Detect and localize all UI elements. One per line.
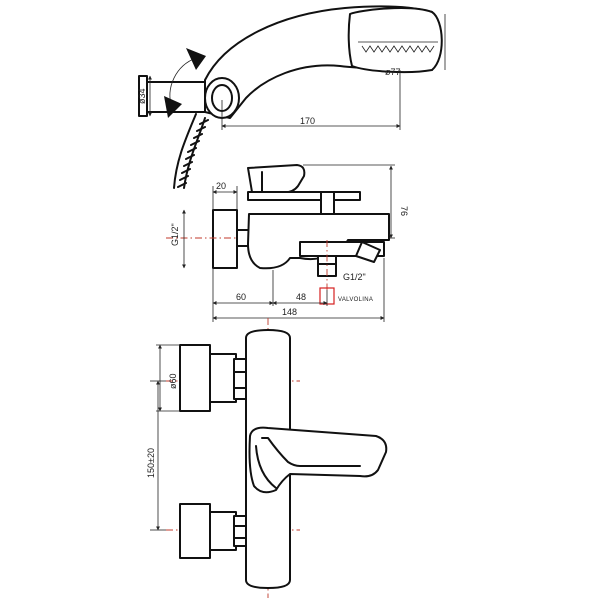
- hose-outline-a: [183, 117, 206, 189]
- dim-connection-left: G1/2": [170, 223, 180, 246]
- front-lever: [248, 426, 388, 494]
- dim-wall-offset: 20: [216, 181, 226, 191]
- rotation-arrowhead-bottom: [164, 96, 182, 118]
- cartridge-plate: [247, 191, 361, 201]
- hose-outline-b: [173, 113, 197, 189]
- spray-nozzles: [361, 45, 435, 53]
- lever-top: [247, 164, 306, 194]
- valve-label: VALVOLINA: [338, 297, 373, 303]
- top-escutcheon: [179, 344, 211, 412]
- front-lever-inner-edge: [255, 445, 277, 489]
- dim-offset-60: 60: [236, 292, 246, 302]
- spout-outlet: [355, 241, 381, 263]
- mixer-front-view: ø60 150±20: [146, 318, 388, 598]
- dim-holder-diameter: ø34: [137, 88, 147, 104]
- holder-wall-plate: [138, 75, 148, 117]
- front-lever-inner-curve: [261, 437, 361, 467]
- top-nut: [233, 358, 247, 400]
- wall-connector-block: [212, 209, 238, 269]
- rotation-arrowhead-top: [186, 48, 206, 70]
- hand-shower-head: [347, 7, 443, 74]
- mixer-side-view: VALVOLINA 20 76 G1/2" G1/2" 60 48 148: [166, 164, 409, 322]
- hand-shower-view: ø34 ø77 170: [137, 5, 446, 189]
- top-eccentric: [209, 353, 237, 403]
- bottom-nut: [233, 515, 247, 547]
- bottom-eccentric: [209, 511, 237, 551]
- dim-shower-diameter: ø77: [385, 67, 401, 77]
- dim-height: 76: [399, 206, 409, 216]
- bottom-escutcheon: [179, 503, 211, 559]
- dim-center-distance: 150±20: [146, 448, 156, 478]
- dim-escutcheon-diameter: ø60: [168, 373, 178, 389]
- dim-offset-48: 48: [296, 292, 306, 302]
- dim-total-width: 148: [282, 307, 297, 317]
- dim-connection-right: G1/2": [343, 272, 366, 282]
- hose-coils: [177, 119, 209, 188]
- dim-hose-length: 170: [300, 116, 315, 126]
